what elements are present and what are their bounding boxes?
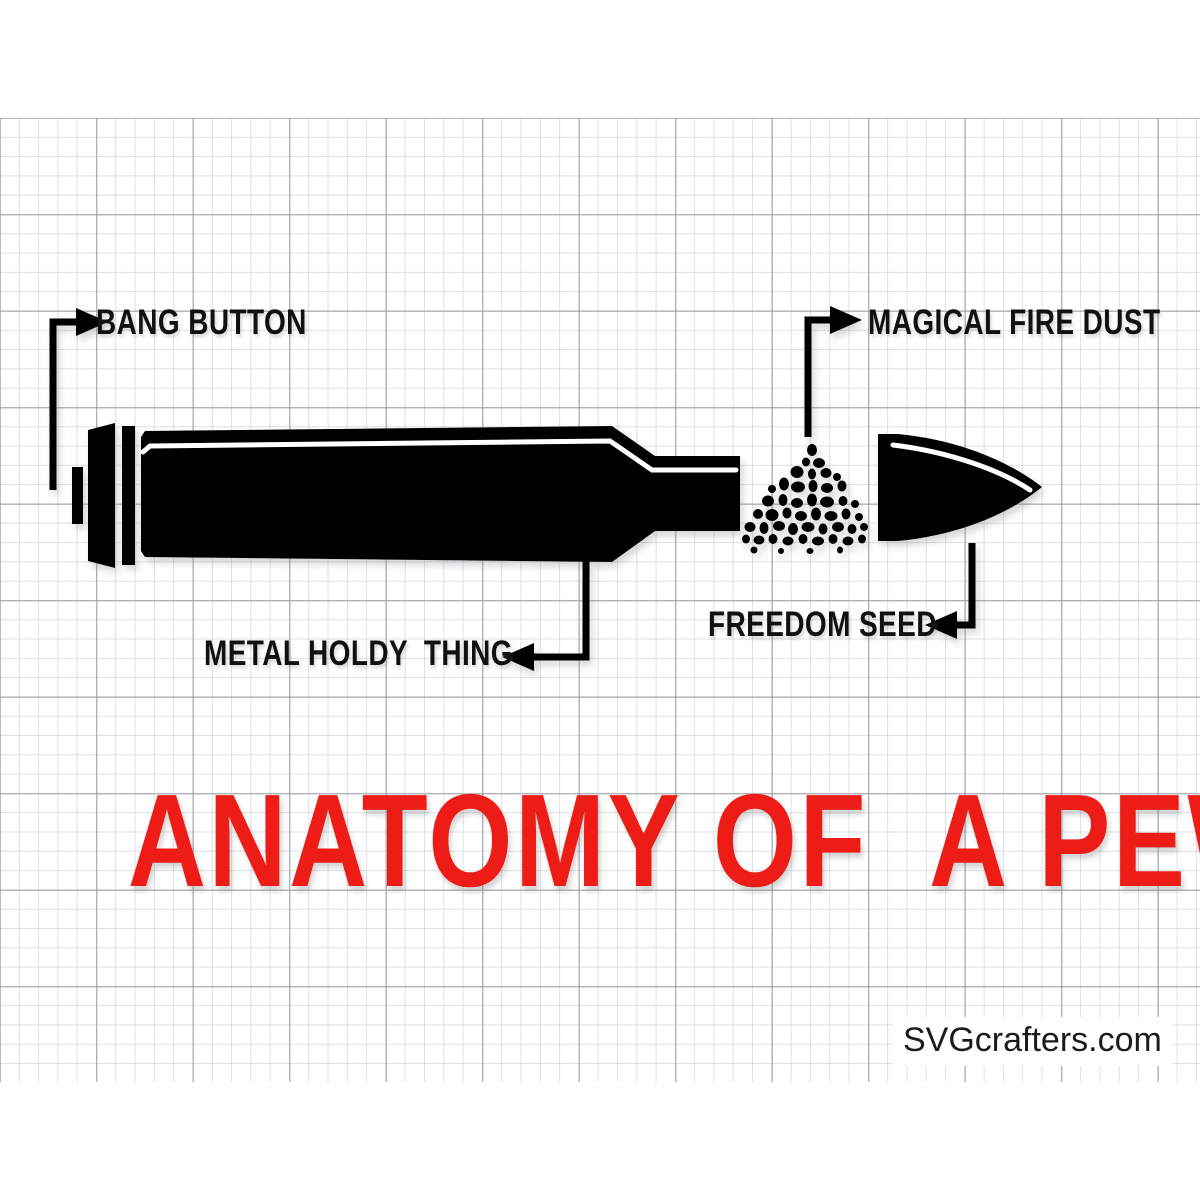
callout-label-freedom-seed: FREEDOM SEED xyxy=(708,605,937,644)
poster-title-text: ANATOMY OF A PEW xyxy=(127,767,1200,914)
poster-title: ANATOMY OF A PEW xyxy=(0,775,1200,907)
callout-label-magical-fire-dust: MAGICAL FIRE DUST xyxy=(868,303,1161,342)
graph-paper-background xyxy=(0,118,1200,1082)
callout-label-metal-holdy-thing: METAL HOLDY THING xyxy=(204,634,513,673)
callout-label-bang-button: BANG BUTTON xyxy=(96,303,307,342)
watermark-svgcrafters: SVGcrafters.com xyxy=(893,1017,1172,1067)
